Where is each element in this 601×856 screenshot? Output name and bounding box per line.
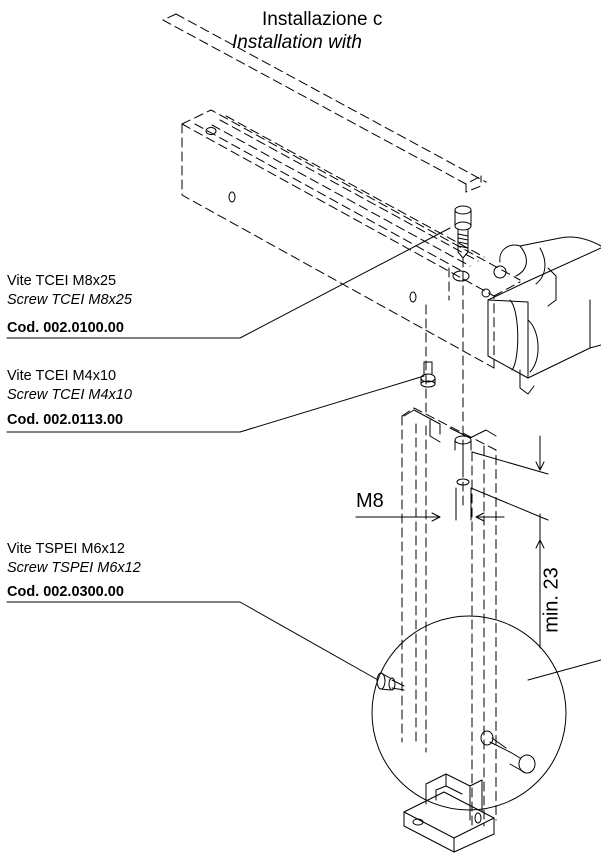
callout-1-name-en: Screw TCEI M8x25 — [7, 292, 132, 308]
callout-1-name-it: Vite TCEI M8x25 — [7, 273, 117, 289]
screw-m4x10 — [420, 361, 436, 388]
profile-top — [403, 409, 497, 486]
callout-1-code: Cod. 002.0100.00 — [7, 320, 124, 336]
callout-3-name-it: Vite TSPEI M6x12 — [7, 541, 125, 557]
detail-circle — [371, 615, 567, 811]
vertical-profile — [401, 257, 497, 831]
title-line-1: Installazione c — [262, 9, 383, 30]
rail-hole — [228, 191, 236, 203]
mounting-block — [403, 773, 495, 853]
leader-lines — [6, 227, 451, 681]
detail-leader — [527, 659, 601, 681]
rail-hole — [452, 270, 470, 282]
thread-dimension-label: M8 — [356, 490, 384, 512]
screw-m6x12-right — [480, 730, 536, 774]
rail-hole — [409, 291, 417, 303]
rail-hole — [205, 127, 217, 135]
callout-2-code: Cod. 002.0113.00 — [7, 412, 124, 428]
cover-strip — [162, 13, 487, 193]
gripper-body — [481, 236, 601, 395]
title-line-2: Installation with — [232, 32, 362, 53]
dimension-lines — [355, 435, 549, 649]
callout-2-name-en: Screw TCEI M4x10 — [7, 387, 132, 403]
callout-3-name-en: Screw TSPEI M6x12 — [7, 560, 141, 576]
rail-profile — [181, 109, 521, 369]
callout-2-name-it: Vite TCEI M4x10 — [7, 368, 117, 384]
screw-m8x25 — [454, 205, 472, 259]
screw-m6x12-left — [376, 672, 405, 691]
callout-3-code: Cod. 002.0300.00 — [7, 584, 124, 600]
